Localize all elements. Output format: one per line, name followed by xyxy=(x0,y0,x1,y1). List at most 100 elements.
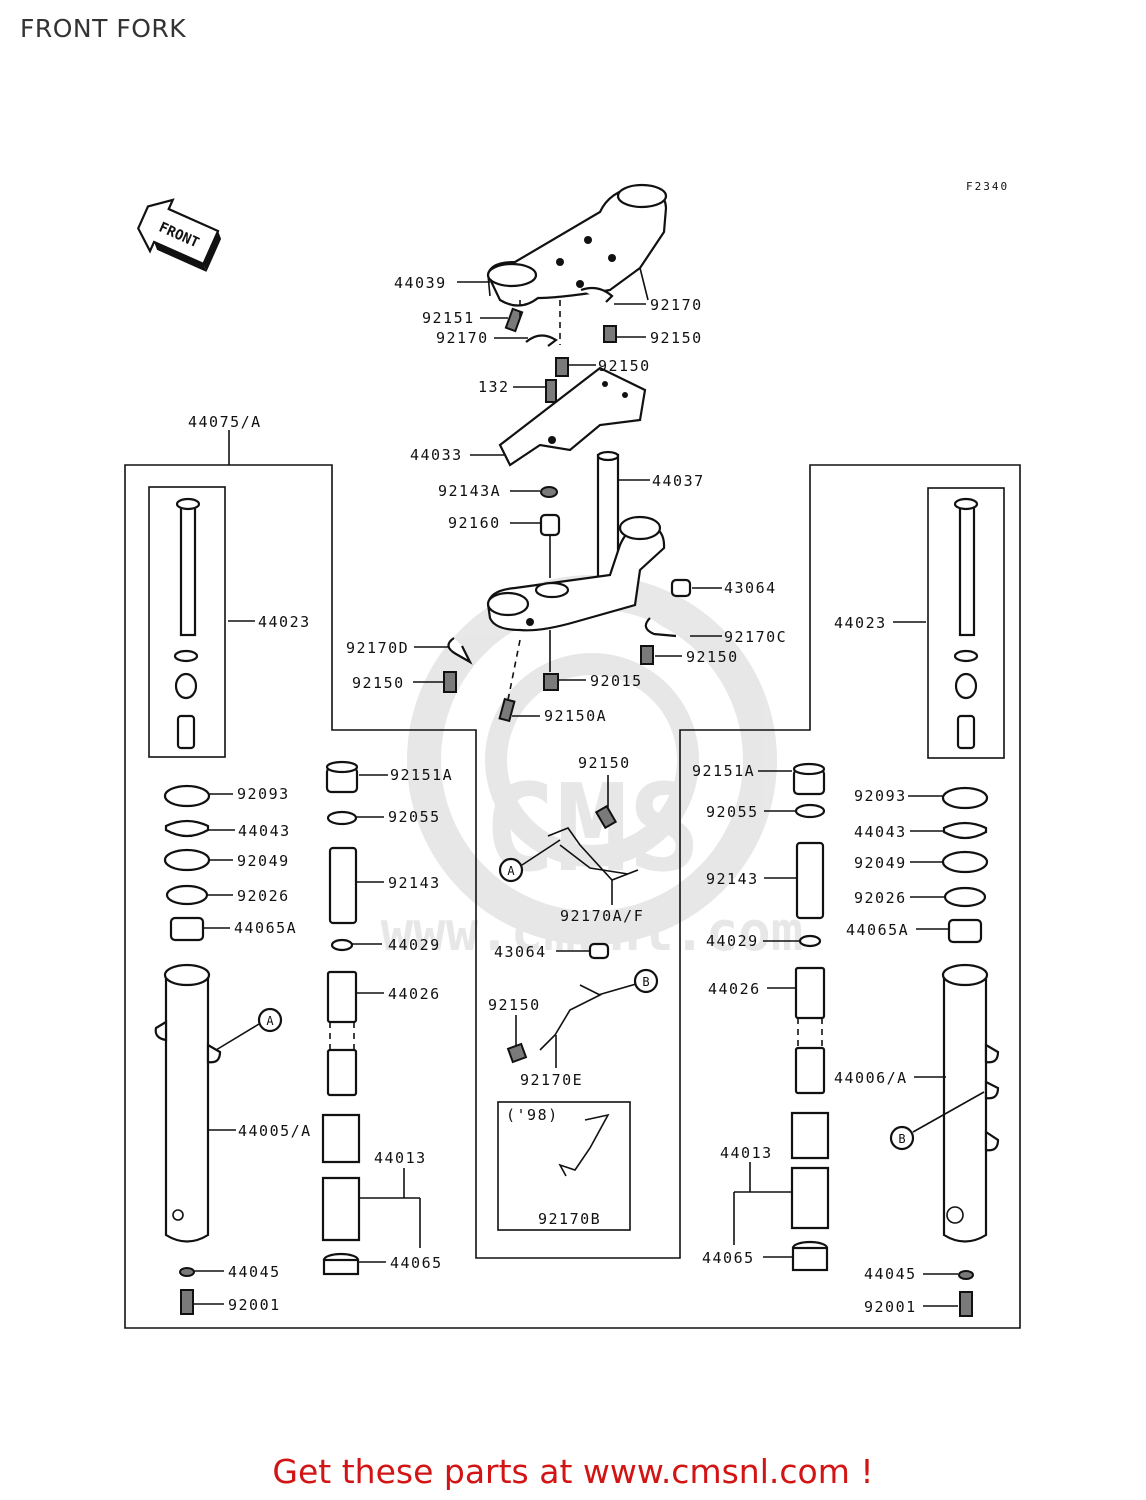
svg-text:A: A xyxy=(266,1014,274,1028)
inner-tube-inset-left xyxy=(148,486,226,758)
label-92150: 92150 xyxy=(488,996,541,1014)
label-44045: 44045 xyxy=(864,1265,917,1283)
bolt-92150-b xyxy=(555,357,569,377)
label-44037: 44037 xyxy=(652,472,705,490)
label-92026: 92026 xyxy=(237,887,290,905)
label-92170a-f: 92170A/F xyxy=(560,907,644,925)
outer-tube-44005-left xyxy=(154,963,222,1243)
nut-92143a xyxy=(540,486,558,498)
inner-tube-44023-right xyxy=(953,497,979,750)
label-92093: 92093 xyxy=(237,785,290,803)
callout-a-left: A xyxy=(257,1007,283,1033)
bolt-92001-left xyxy=(180,1289,194,1315)
label-98-variant: ('98) xyxy=(506,1106,559,1124)
bolt-92001-right xyxy=(959,1291,973,1317)
label-44029: 44029 xyxy=(388,936,441,954)
bolt-92151 xyxy=(504,307,524,333)
label-44039: 44039 xyxy=(394,274,447,292)
damper-column-left xyxy=(321,760,361,1276)
label-44033: 44033 xyxy=(410,446,463,464)
label-92015: 92015 xyxy=(590,672,643,690)
label-92170b: 92170B xyxy=(538,1210,601,1228)
label-44013: 44013 xyxy=(374,1149,427,1167)
nut-92015 xyxy=(543,673,559,691)
label-44013: 44013 xyxy=(720,1144,773,1162)
label-44065: 44065 xyxy=(702,1249,755,1267)
cap-43064-mid xyxy=(588,942,610,960)
label-92055: 92055 xyxy=(706,803,759,821)
label-44006-a: 44006/A xyxy=(834,1069,908,1087)
bearing-92160 xyxy=(539,513,561,537)
label-44005-a: 44005/A xyxy=(238,1122,312,1140)
label-92143a: 92143A xyxy=(438,482,501,500)
label-44023: 44023 xyxy=(834,614,887,632)
steering-stem-44037 xyxy=(486,450,666,632)
label-92170: 92170 xyxy=(436,329,489,347)
label-92055: 92055 xyxy=(388,808,441,826)
label-92151: 92151 xyxy=(422,309,475,327)
fork-assembly-frame xyxy=(124,464,1021,1329)
seal-stack-left xyxy=(163,784,211,942)
leader-lines xyxy=(193,281,958,1307)
callout-b-right: B xyxy=(889,1125,915,1151)
label-92049: 92049 xyxy=(237,852,290,870)
watermark-logo: CMS www.cmsnl.com xyxy=(381,575,803,963)
hose-clamp-92170e xyxy=(506,984,602,1064)
label-92150: 92150 xyxy=(578,754,631,772)
label-92150: 92150 xyxy=(686,648,739,666)
label-92049: 92049 xyxy=(854,854,907,872)
label-92150: 92150 xyxy=(650,329,703,347)
label-44075-a: 44075/A xyxy=(188,413,262,431)
label-44043: 44043 xyxy=(854,823,907,841)
label-92093: 92093 xyxy=(854,787,907,805)
svg-text:B: B xyxy=(642,975,649,989)
bolt-92150-c xyxy=(640,645,654,665)
label-44045: 44045 xyxy=(228,1263,281,1281)
label-92143: 92143 xyxy=(388,874,441,892)
figure-code: F2340 xyxy=(966,180,1009,193)
label-92150: 92150 xyxy=(598,357,651,375)
label-92170d: 92170D xyxy=(346,639,409,657)
label-44065a: 44065A xyxy=(846,921,909,939)
label-92170: 92170 xyxy=(650,296,703,314)
front-arrow-icon: FRONT xyxy=(137,198,222,272)
bracket-44033 xyxy=(498,366,647,467)
98-variant-inset xyxy=(497,1101,631,1231)
label-92170e: 92170E xyxy=(520,1071,583,1089)
footer-cta-link[interactable]: Get these parts at www.cmsnl.com ! xyxy=(272,1452,874,1491)
label-44043: 44043 xyxy=(238,822,291,840)
label-92150a: 92150A xyxy=(544,707,607,725)
label-92001: 92001 xyxy=(864,1298,917,1316)
bolt-92150-a xyxy=(603,325,617,343)
seal-stack-right xyxy=(941,786,989,944)
label-92001: 92001 xyxy=(228,1296,281,1314)
washer-44045-left xyxy=(179,1267,195,1277)
callout-b-mid: B xyxy=(633,968,659,994)
label-92150: 92150 xyxy=(352,674,405,692)
page-title: FRONT FORK xyxy=(20,14,187,43)
bolt-92150a xyxy=(498,697,516,723)
label-132: 132 xyxy=(478,378,510,396)
cap-43064-top xyxy=(670,578,692,598)
label-44065a: 44065A xyxy=(234,919,297,937)
damper-column-right xyxy=(790,762,830,1272)
label-92026: 92026 xyxy=(854,889,907,907)
label-92160: 92160 xyxy=(448,514,501,532)
hose-clamp-92170b xyxy=(558,1113,610,1177)
label-92143: 92143 xyxy=(706,870,759,888)
label-92170c: 92170C xyxy=(724,628,787,646)
label-44065: 44065 xyxy=(390,1254,443,1272)
exploded-parts-diagram: CMS www.cmsnl.com F2340 FRONT xyxy=(124,180,1021,1329)
bolt-132 xyxy=(545,379,557,403)
washer-44045-right xyxy=(958,1270,974,1280)
upper-clamp-44039 xyxy=(486,183,668,307)
label-92151a: 92151A xyxy=(390,766,453,784)
hose-clamp-92170af xyxy=(547,804,639,881)
outer-tube-44006-right xyxy=(941,963,1000,1243)
inner-tube-44023-left xyxy=(173,497,201,750)
svg-text:A: A xyxy=(507,864,515,878)
label-43064: 43064 xyxy=(494,943,547,961)
label-43064: 43064 xyxy=(724,579,777,597)
label-44026: 44026 xyxy=(388,985,441,1003)
label-92151a: 92151A xyxy=(692,762,755,780)
